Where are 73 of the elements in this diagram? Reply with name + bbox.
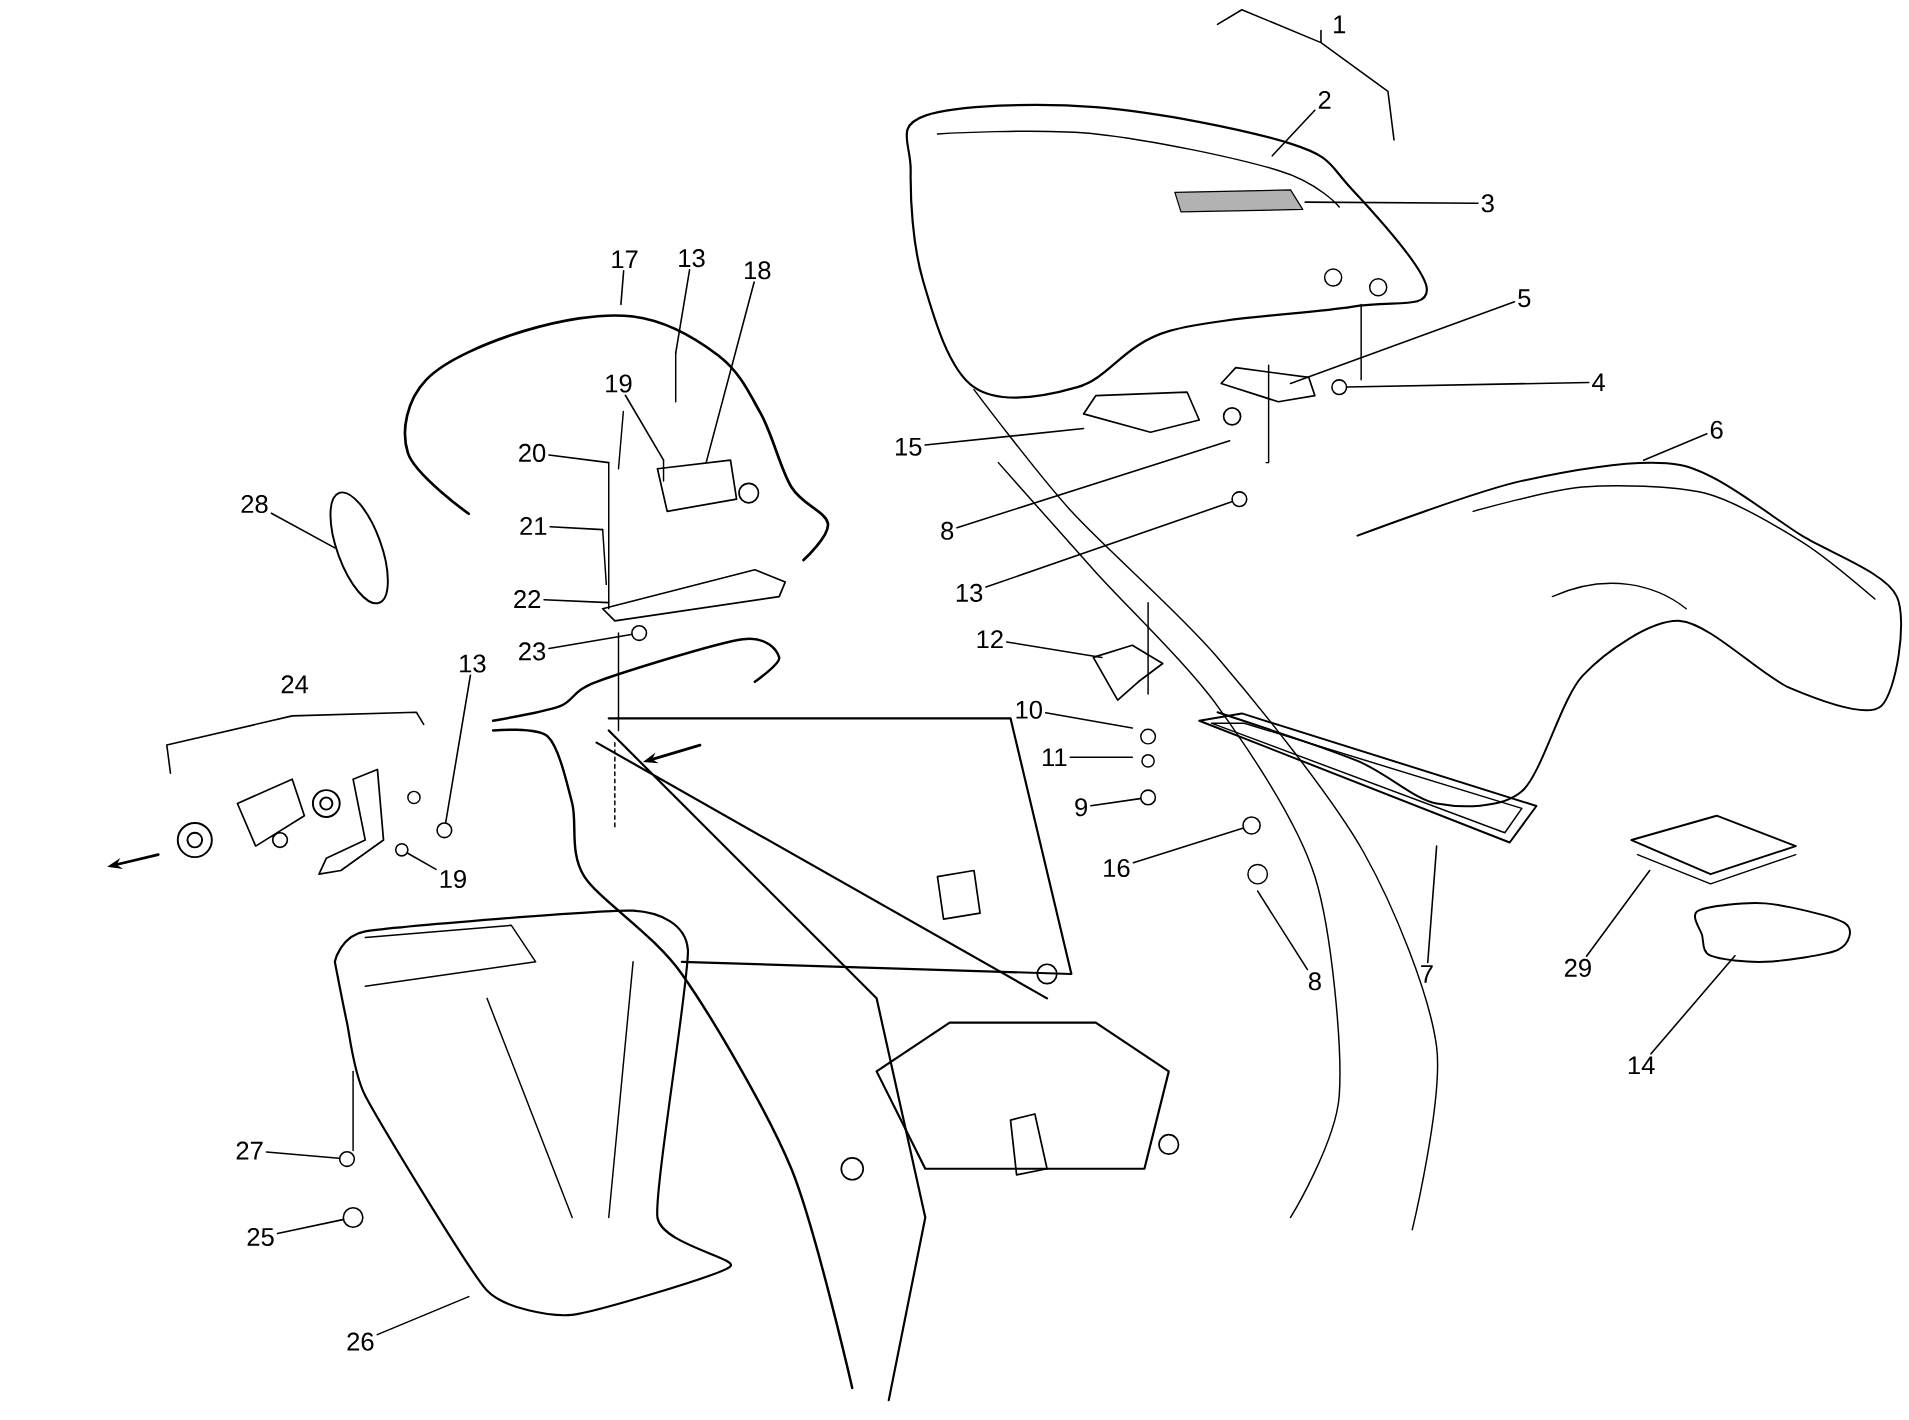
callout-number: 2 bbox=[1318, 91, 1331, 109]
callout-number: 6 bbox=[1710, 420, 1723, 440]
fastener bbox=[1331, 379, 1348, 396]
leader-line bbox=[624, 394, 665, 462]
leader-line bbox=[1090, 798, 1141, 807]
fastener bbox=[394, 843, 409, 857]
callout-number: 20 bbox=[519, 444, 546, 463]
leader-line bbox=[1427, 845, 1438, 964]
leader-line bbox=[1256, 890, 1309, 971]
leader-line bbox=[1642, 433, 1708, 462]
fastener bbox=[631, 625, 648, 642]
leader-line bbox=[276, 1219, 344, 1235]
leader-line bbox=[1271, 109, 1316, 157]
fastener bbox=[1140, 789, 1157, 806]
callout-number: 14 bbox=[1628, 1056, 1655, 1075]
fastener bbox=[436, 822, 453, 839]
callout-number: 28 bbox=[241, 495, 268, 514]
fastener bbox=[338, 1151, 356, 1168]
callout-number: 5 bbox=[1518, 289, 1531, 308]
fastener bbox=[342, 1207, 364, 1229]
leader-line bbox=[1044, 712, 1134, 730]
fastener bbox=[1231, 491, 1248, 508]
leader-line bbox=[985, 501, 1233, 589]
callout-number: 10 bbox=[1016, 700, 1042, 720]
leader-line bbox=[265, 1151, 340, 1160]
callout-number: 25 bbox=[247, 1228, 274, 1247]
callout-number: 13 bbox=[460, 654, 486, 673]
leader-line bbox=[1069, 756, 1134, 759]
callout-number: 16 bbox=[1104, 859, 1130, 878]
leader-line bbox=[548, 454, 610, 464]
callout-number: 1 bbox=[1334, 15, 1346, 34]
callout-number: 13 bbox=[679, 249, 705, 268]
callout-number: 3 bbox=[1481, 194, 1494, 213]
leader-line bbox=[620, 270, 625, 306]
callout-number: 9 bbox=[1075, 798, 1088, 817]
leader-line bbox=[376, 1296, 470, 1336]
callout-number: 24 bbox=[281, 675, 309, 694]
callout-number: 26 bbox=[347, 1332, 374, 1351]
callout-number: 15 bbox=[896, 438, 922, 456]
leader-line bbox=[543, 599, 610, 604]
callout-number: 27 bbox=[236, 1141, 263, 1160]
callout-number: 19 bbox=[440, 870, 466, 889]
callout-number: 17 bbox=[612, 250, 638, 269]
leader-line bbox=[549, 526, 604, 531]
callout-number: 21 bbox=[520, 517, 547, 536]
callout-number: 22 bbox=[514, 590, 541, 609]
callout-number: 8 bbox=[941, 522, 954, 541]
callout-number: 13 bbox=[956, 584, 983, 603]
leader-line bbox=[1346, 381, 1590, 388]
leader-line bbox=[956, 440, 1231, 529]
callout-number: 12 bbox=[977, 630, 1003, 649]
callout-number: 29 bbox=[1564, 959, 1591, 978]
callout-number: 23 bbox=[519, 642, 546, 661]
callout-number: 8 bbox=[1308, 972, 1321, 991]
leader-line bbox=[270, 512, 336, 549]
leader-line bbox=[924, 427, 1085, 447]
leader-line bbox=[406, 852, 437, 871]
leader-line bbox=[548, 633, 632, 650]
leader-line bbox=[444, 674, 472, 824]
callout-number: 19 bbox=[606, 374, 632, 393]
callout-number: 11 bbox=[1043, 748, 1067, 767]
fastener bbox=[1242, 816, 1261, 835]
leader-line bbox=[1304, 201, 1479, 205]
leader-line bbox=[1650, 955, 1736, 1055]
leader-line bbox=[705, 281, 755, 464]
leader-line bbox=[1585, 869, 1651, 958]
leader-line bbox=[674, 269, 691, 355]
callout-number: 18 bbox=[745, 261, 771, 280]
callout-number: 4 bbox=[1592, 373, 1605, 392]
callout-number: 7 bbox=[1421, 965, 1433, 983]
leader-line bbox=[1132, 827, 1244, 864]
leader-line bbox=[1005, 641, 1103, 659]
leader-line bbox=[1289, 301, 1516, 385]
